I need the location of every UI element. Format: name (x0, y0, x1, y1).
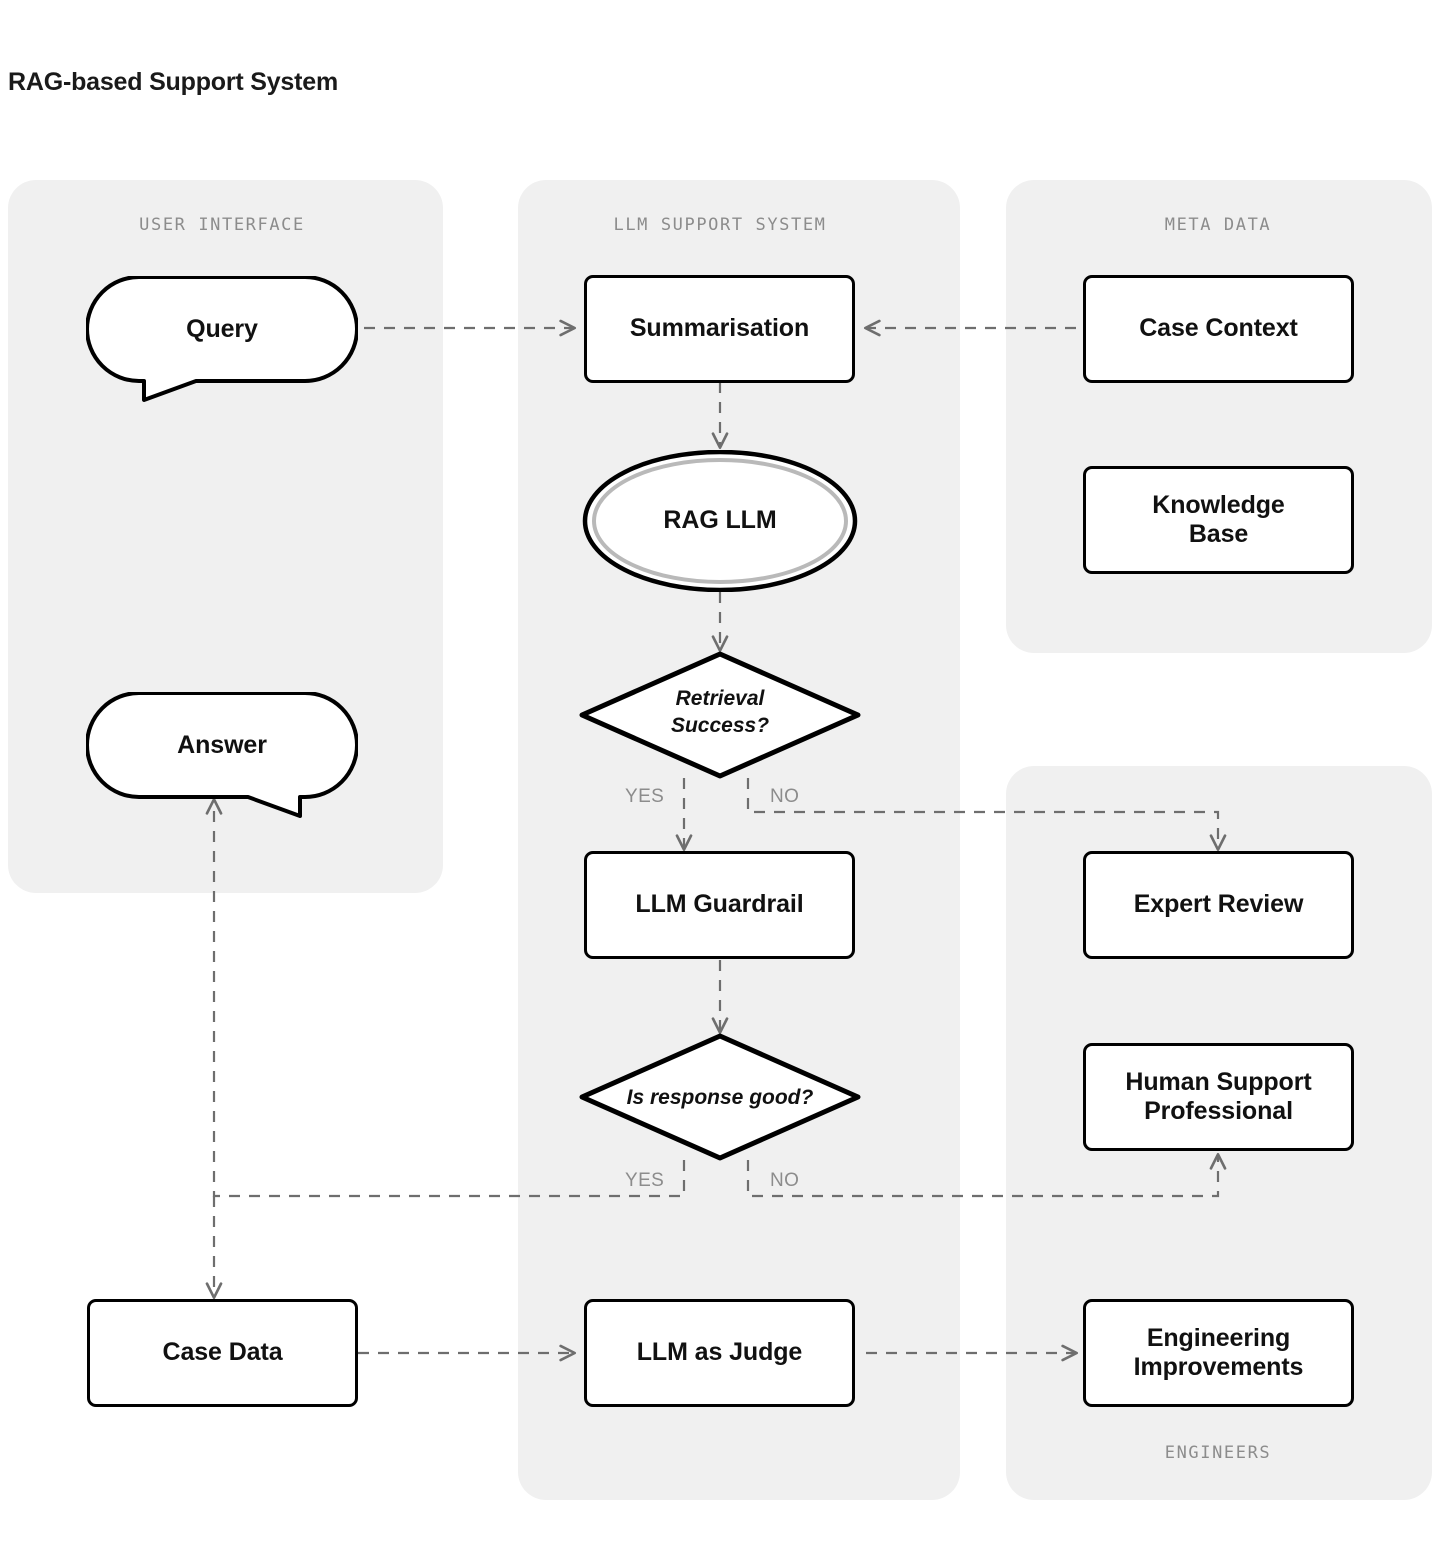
edge-retrieval-no-to-expert-review (746, 778, 1227, 852)
node-rag-llm-label: RAG LLM (663, 506, 777, 534)
node-expert-review[interactable]: Expert Review (1083, 851, 1354, 959)
rag-llm-ellipse-shape (582, 449, 858, 593)
retrieval-diamond-shape (579, 651, 861, 779)
node-summarisation-label: Summarisation (629, 314, 810, 343)
response-good-diamond-shape (579, 1033, 861, 1161)
node-answer[interactable]: Answer (85, 691, 359, 820)
node-retrieval-success-label: Retrieval Success? (670, 687, 770, 737)
node-query-label: Query (186, 315, 258, 343)
node-response-good[interactable]: Is response good? (578, 1032, 862, 1162)
edge-label-retrieval-no: NO (770, 786, 800, 807)
lane-label-llm-support: LLM SUPPORT SYSTEM (613, 215, 827, 235)
lane-llm-support (518, 180, 960, 1500)
edge-label-response-no: NO (770, 1170, 800, 1191)
node-engineering-improvements-label: Engineering Improvements (1133, 1323, 1304, 1382)
edge-response-yes-to-answer (205, 797, 686, 1198)
edge-label-response-yes: YES (625, 1170, 665, 1191)
node-knowledge-base[interactable]: Knowledge Base (1083, 466, 1354, 574)
answer-bubble-shape (85, 691, 359, 818)
lane-meta-data (1006, 180, 1432, 653)
node-expert-review-label: Expert Review (1133, 890, 1304, 919)
query-bubble-shape (85, 275, 359, 402)
node-engineering-improvements[interactable]: Engineering Improvements (1083, 1299, 1354, 1407)
node-human-support-professional-label: Human Support Professional (1125, 1067, 1312, 1126)
node-retrieval-success[interactable]: Retrieval Success? (578, 650, 862, 780)
node-case-data[interactable]: Case Data (87, 1299, 358, 1407)
node-llm-as-judge-label: LLM as Judge (636, 1338, 803, 1367)
node-llm-guardrail-label: LLM Guardrail (635, 890, 804, 919)
node-human-support-professional[interactable]: Human Support Professional (1083, 1043, 1354, 1151)
lane-label-user-interface: USER INTERFACE (139, 215, 305, 235)
node-case-context[interactable]: Case Context (1083, 275, 1354, 383)
node-query[interactable]: Query (85, 275, 359, 404)
node-response-good-label: Is response good? (626, 1086, 814, 1109)
node-summarisation[interactable]: Summarisation (584, 275, 855, 383)
node-llm-guardrail[interactable]: LLM Guardrail (584, 851, 855, 959)
node-case-data-label: Case Data (162, 1338, 283, 1367)
lane-label-meta-data: META DATA (1164, 215, 1272, 235)
page-title: RAG-based Support System (8, 68, 338, 96)
node-rag-llm[interactable]: RAG LLM (582, 449, 858, 593)
lane-label-engineers: ENGINEERS (1164, 1443, 1272, 1463)
node-llm-as-judge[interactable]: LLM as Judge (584, 1299, 855, 1407)
edge-label-retrieval-yes: YES (625, 786, 665, 807)
node-answer-label: Answer (177, 731, 267, 759)
node-knowledge-base-label: Knowledge Base (1152, 490, 1285, 549)
node-case-context-label: Case Context (1139, 314, 1298, 343)
edge-response-no-to-human-support (746, 1152, 1227, 1198)
